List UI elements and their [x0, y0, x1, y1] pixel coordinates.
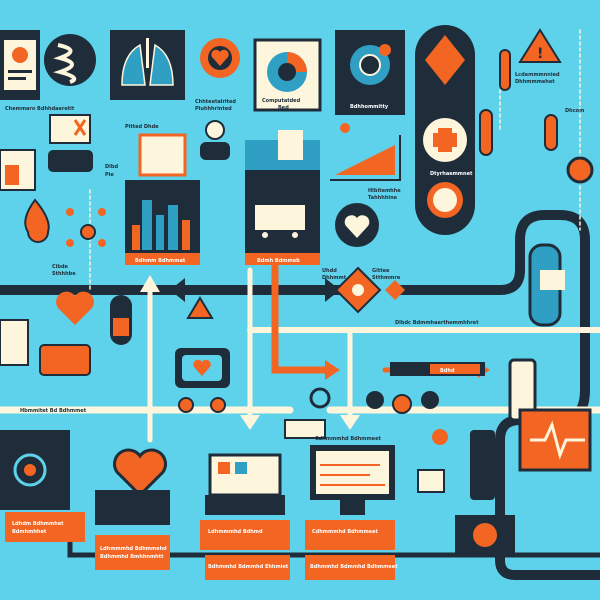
label-mid2a: Gittee: [372, 268, 390, 274]
capsule-tower: [415, 25, 475, 235]
lungs-panel: [110, 30, 185, 100]
scanner-panel: [335, 30, 405, 115]
bottom3a: Ldhmmmhd Bdhmd: [208, 529, 263, 535]
bottom2b: Bdhmmhd Bmhhnmhtt: [100, 554, 164, 560]
label-mid1a: Uhdd: [322, 268, 337, 274]
hub-diagram: [24, 198, 106, 247]
orange-bar: [390, 362, 485, 376]
bottom-heart: [95, 448, 170, 525]
diamond-node: [334, 266, 405, 314]
intestine-icon: [44, 34, 96, 86]
bottom1a: Ldhdm Bdhmmhet: [12, 521, 64, 527]
thumbs-up-icon: [417, 429, 495, 500]
bottom4b: Bdhmmhd Bdmmhd Bdhmmeet: [310, 564, 398, 570]
label-top2: Pitted Dhde: [125, 124, 159, 130]
label-side2a: Cibde: [52, 264, 69, 270]
bar-chart-panel: [125, 133, 200, 265]
label-side2b: Sthhhbe: [52, 271, 76, 277]
heartbeat-monitor: [455, 408, 592, 555]
test-tube-icon: !: [499, 28, 562, 91]
truck-panel: [245, 130, 320, 265]
panel2-caption: Bdmh Bdmmeb: [257, 258, 300, 264]
bottom3b: Bdhmmhd Bdmmhd Ehhmiet: [208, 564, 289, 570]
label-side1b: Pie: [105, 172, 114, 178]
panel1-caption: Bdhmm Bdhmmat: [135, 258, 186, 264]
flask-icons: [479, 109, 594, 184]
heart-icon: [0, 291, 132, 376]
label-mid2b: Stthmmre: [372, 275, 401, 281]
label-top1: Chemmaro Bdhhdaeretit: [5, 106, 75, 112]
label-top8: Dhcom: [565, 108, 584, 114]
label-top4a: Computatded: [262, 98, 301, 104]
bottom1b: Bdmhmhhet: [12, 529, 47, 535]
label-mid1b: Dhhmmt: [322, 275, 347, 281]
pie-monitor-panel: [253, 38, 322, 112]
label-top7a: Lcdemmmnnied: [515, 72, 560, 78]
label-mid3a: Hlbitemhhe: [368, 188, 401, 194]
label-top3a: Chhteetalrited: [195, 99, 236, 105]
banner-right: Dlbdc Bdmmhaerthemmhhret: [395, 320, 479, 326]
caption-boxes: [5, 512, 395, 580]
heart-circle-icon: [335, 203, 379, 247]
icon-cluster: [284, 358, 537, 439]
label-side1a: Dibd: [105, 164, 118, 170]
svg-text:!: !: [537, 46, 543, 62]
monitor-icon: [310, 445, 395, 515]
label-top3b: Piuhhhrinted: [195, 106, 232, 112]
label-mid3b: Tahhhhine: [368, 195, 398, 201]
heart-device: [175, 296, 230, 413]
bar-mid-label: Bdhd: [440, 368, 455, 374]
label-top6: Dtyrhaemmnet: [430, 171, 473, 177]
machine-icon: [0, 114, 93, 191]
doctor-avatar: [200, 120, 230, 160]
label-top7b: Dhhmmmehet: [515, 79, 555, 85]
label-top5: Bdhhommitty: [350, 104, 389, 110]
bottom5: Cdhmmmhd Bdhmmeet: [315, 436, 381, 442]
bottom4a: Cdhmmmhd Bdhmmeet: [312, 529, 378, 535]
banner-left: Hbmmitet Bd Bdhmmet: [20, 408, 87, 414]
capsule-device: [528, 243, 565, 327]
label-top4b: Bed: [278, 105, 289, 111]
computer-icon: [205, 453, 285, 515]
card-document: [0, 30, 40, 100]
circuit-panel: [0, 430, 70, 510]
growth-chart: [330, 123, 401, 181]
bottom2a: Ldhmmmhd Bdhmmehd: [100, 546, 167, 552]
heart-target-icon: [200, 38, 240, 78]
